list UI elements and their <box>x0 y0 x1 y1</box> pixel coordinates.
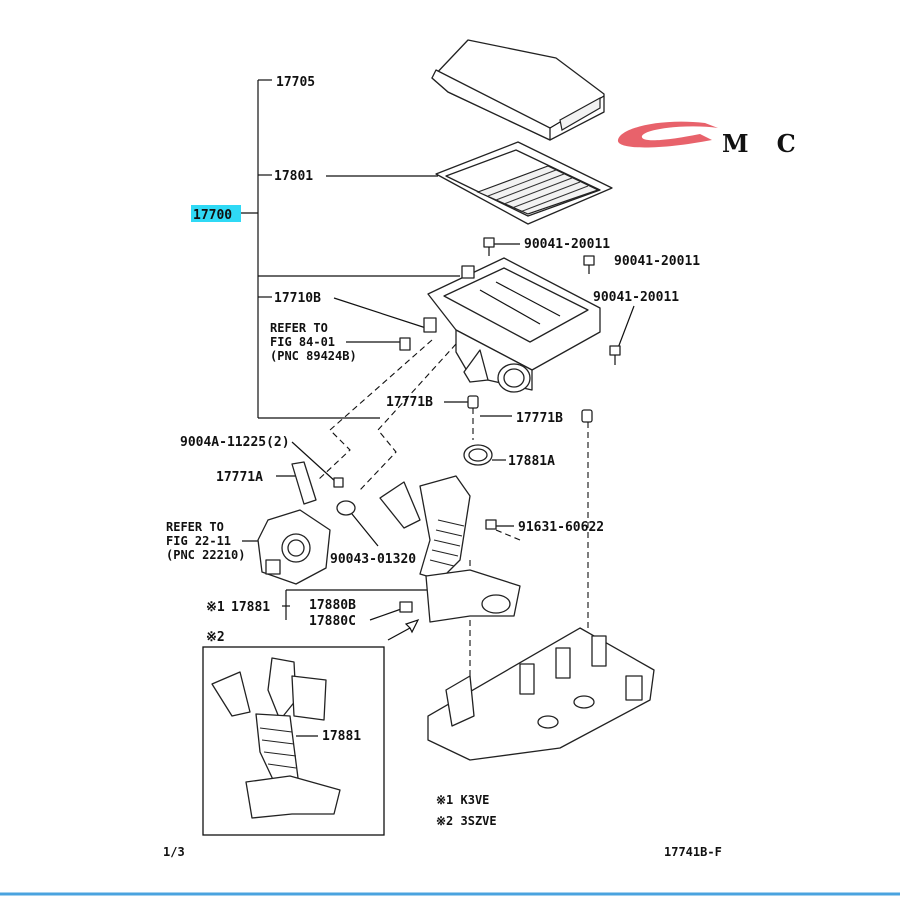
group-bracket <box>240 79 460 419</box>
note-3szve: ※2 3SZVE <box>436 814 497 828</box>
label-17881: 17881 <box>231 600 270 615</box>
air-cleaner-case <box>399 257 601 393</box>
gasket-90043 <box>336 500 356 516</box>
label-bolt-2: 90041-20011 <box>614 254 700 269</box>
label-17710b: 17710B <box>274 291 321 306</box>
cmc-logo: MC <box>617 121 824 158</box>
label-17880b: 17880B <box>309 598 356 613</box>
label-bolt-1: 90041-20011 <box>524 237 610 252</box>
grommet-right <box>581 409 593 423</box>
grommet-left <box>467 395 479 409</box>
inset-box: 17881 <box>202 646 385 836</box>
refer-1-line-1: REFER TO <box>270 321 328 335</box>
air-cleaner-cap <box>431 39 605 141</box>
connection-lines <box>317 339 589 676</box>
air-intake-hose <box>379 475 521 623</box>
label-90043: 90043-01320 <box>330 552 416 567</box>
throttle-body <box>257 509 331 585</box>
figure-code: 17741B-F <box>664 845 722 859</box>
label-17801: 17801 <box>274 169 313 184</box>
inset-mark: ※2 <box>206 630 225 645</box>
label-9004a: 9004A-11225(2) <box>180 435 290 450</box>
logo-text: MC <box>722 129 824 158</box>
bolt-icon-2 <box>583 255 595 274</box>
refer-2-line-1: REFER TO <box>166 520 224 534</box>
refer-1-line-2: FIG 84-01 <box>270 335 335 349</box>
intake-manifold <box>427 627 655 761</box>
refer-2-line-3: (PNC 22210) <box>166 548 245 562</box>
label-17771a: 17771A <box>216 470 263 485</box>
bolt-icon-9004a <box>333 477 344 488</box>
label-17881a: 17881A <box>508 454 555 469</box>
refer-2-line-2: FIG 22-11 <box>166 534 231 548</box>
bolt-icon-17880 <box>399 601 413 613</box>
label-17771b-right: 17771B <box>516 411 563 426</box>
note-k3ve: ※1 K3VE <box>436 793 489 807</box>
label-17881-mark: ※1 <box>206 600 225 615</box>
label-bolt-3: 90041-20011 <box>593 290 679 305</box>
label-17705: 17705 <box>276 75 315 90</box>
inset-label-17881: 17881 <box>322 729 361 744</box>
group-label-highlight <box>191 205 241 222</box>
label-17880c: 17880C <box>309 614 356 629</box>
label-17771b-left: 17771B <box>386 395 433 410</box>
air-filter-element <box>435 141 613 225</box>
label-91631: 91631-60622 <box>518 520 604 535</box>
hose-clamp <box>463 444 493 466</box>
page-indicator: 1/3 <box>163 845 185 859</box>
bolt-icon-1 <box>483 237 495 256</box>
direction-arrow-icon <box>387 618 420 641</box>
bolt-icon-91631 <box>485 519 497 530</box>
bracket-17771a <box>291 461 317 505</box>
bolt-icon-3 <box>609 345 621 365</box>
refer-1-line-3: (PNC 89424B) <box>270 349 357 363</box>
group-label: 17700 <box>193 208 232 223</box>
